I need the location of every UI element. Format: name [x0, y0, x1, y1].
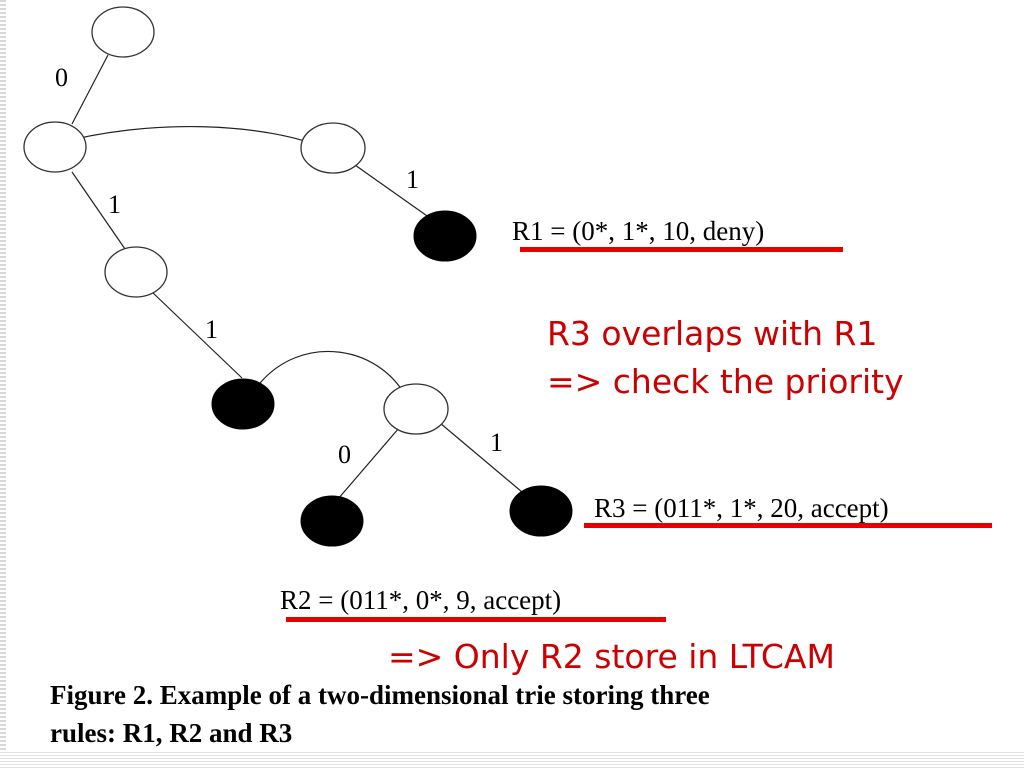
figure-caption: Figure 2. Example of a two-dimensional t…: [50, 676, 1020, 752]
link-black1-to-n4: [255, 351, 411, 406]
caption-line-2: rules: R1, R2 and R3: [50, 718, 293, 748]
edge-n2-to-black1: [151, 291, 243, 379]
caption-line-1: Figure 2. Example of a two-dimensional t…: [50, 680, 710, 710]
slide-left-border: [0, 0, 6, 768]
overlap-note-line2: => check the priority: [547, 362, 904, 401]
link-n1-to-n3: [54, 125, 331, 151]
edge-n3-to-r1: [354, 164, 431, 219]
rule-node-r3: [509, 485, 573, 537]
edge-label: 0: [338, 440, 351, 469]
trie-node-dim2-r1: [300, 122, 366, 174]
rule-r1-label: R1 = (0*, 1*, 10, deny): [512, 216, 765, 246]
edge-n1-to-n2: [71, 171, 126, 250]
slide-bottom-border: [0, 752, 1024, 768]
edge-n4-to-r3: [439, 422, 523, 493]
edge-label: 1: [490, 428, 503, 457]
edge-label: 1: [406, 165, 419, 194]
rule-r3-label: R3 = (011*, 1*, 20, accept): [594, 493, 889, 523]
rule-r2-label: R2 = (011*, 0*, 9, accept): [280, 585, 562, 615]
edge-label: 1: [205, 315, 218, 344]
rule-node-r1: [413, 210, 477, 262]
trie-node-dim2-r2r3: [383, 383, 449, 435]
edge-label: 1: [108, 190, 121, 219]
overlap-note-line1: R3 overlaps with R1: [547, 314, 878, 353]
trie-node-root: [91, 6, 155, 58]
edge-label: 0: [55, 63, 68, 92]
rule-node-r2: [300, 495, 364, 547]
trie-node-dim1-0: [23, 121, 87, 173]
rule-r2-underline: [286, 617, 666, 622]
rule-r1-underline: [520, 247, 843, 252]
edge-root-to-n1: [71, 54, 109, 125]
trie-node-dim1-01: [104, 246, 168, 298]
trie-node-dim1-011-filled: [211, 378, 275, 430]
conclusion-note: => Only R2 store in LTCAM: [388, 637, 835, 676]
rule-r3-underline: [584, 523, 992, 528]
edge-n4-to-r2: [337, 427, 400, 500]
